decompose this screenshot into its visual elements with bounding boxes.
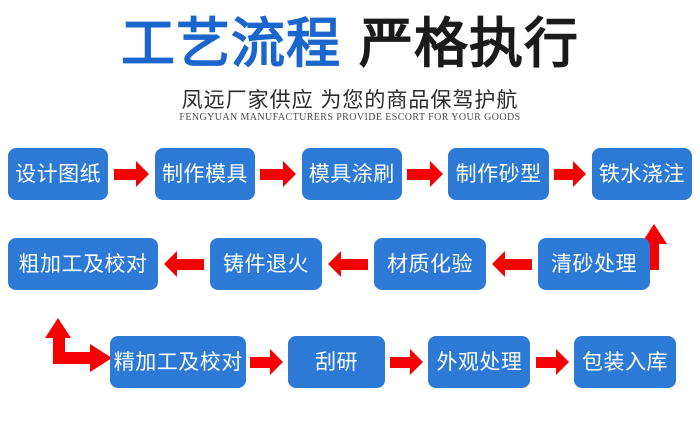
arrow-shaft [504,259,532,270]
arrow-head [430,161,444,187]
arrow-right-row1-1 [113,161,150,187]
arrow-head [269,349,283,375]
flow-node-packaging-warehousing[interactable]: 包装入库 [574,336,676,388]
page-title-secondary: 严格执行 [359,14,579,74]
arrow-right-row3-2 [390,349,424,375]
arrow-shaft [407,169,432,180]
flow-node-material-inspection[interactable]: 材质化验 [374,238,486,290]
flow-node-sand-cleaning[interactable]: 清砂处理 [538,238,650,290]
arrow-right-row1-2 [260,161,297,187]
arrow-head [328,251,341,277]
flow-node-mould-coating[interactable]: 模具涂刷 [301,148,402,200]
flow-node-make-sand-mould[interactable]: 制作砂型 [448,148,549,200]
arrow-shaft [535,357,557,368]
arrow-shaft [554,169,575,180]
arrow-head [283,161,297,187]
elbow-up-right-arrow-icon [45,318,112,372]
flow-node-finish-machining-calibration[interactable]: 精加工及校对 [110,336,247,388]
arrow-right-row1-4 [554,161,587,187]
header: 工艺流程严格执行 凤远厂家供应 为您的商品保驾护航 FENGYUAN MANUF… [0,0,700,132]
flow-node-make-mould[interactable]: 制作模具 [154,148,256,200]
page-title-primary: 工艺流程 [121,14,341,74]
arrow-head [136,161,150,187]
arrow-head [492,251,505,277]
arrow-shaft [113,169,138,180]
flow-node-casting-annealing[interactable]: 铸件退火 [210,238,322,290]
arrow-head [573,161,587,187]
flow-node-rough-machining-calibration[interactable]: 粗加工及校对 [8,238,158,290]
arrow-right-row1-3 [407,161,444,187]
arrow-shaft [176,259,204,270]
connector-row2-to-row3 [44,316,116,386]
flow-node-appearance-treatment[interactable]: 外观处理 [428,336,531,388]
arrow-head [555,349,569,375]
arrow-head [164,251,177,277]
flow-node-design-drawing[interactable]: 设计图纸 [8,148,109,200]
subtitle-chinese: 凤远厂家供应 为您的商品保驾护航 [181,89,519,112]
arrow-shaft [260,169,285,180]
flow-node-iron-pouring[interactable]: 铁水浇注 [591,148,692,200]
subtitle-english: FENGYUAN MANUFACTURERS PROVIDE ESCORT FO… [179,112,521,123]
arrow-left-row2-1 [164,251,204,277]
arrow-shaft [390,357,412,368]
page-title: 工艺流程严格执行 [0,13,700,75]
arrow-head [410,349,424,375]
arrow-right-row3-3 [535,349,569,375]
arrow-left-row2-3 [492,251,532,277]
arrow-left-row2-2 [328,251,368,277]
arrow-shaft [250,357,271,368]
flow-node-scraping[interactable]: 刮研 [288,336,385,388]
arrow-shaft [340,259,368,270]
arrow-right-row3-1 [250,349,283,375]
